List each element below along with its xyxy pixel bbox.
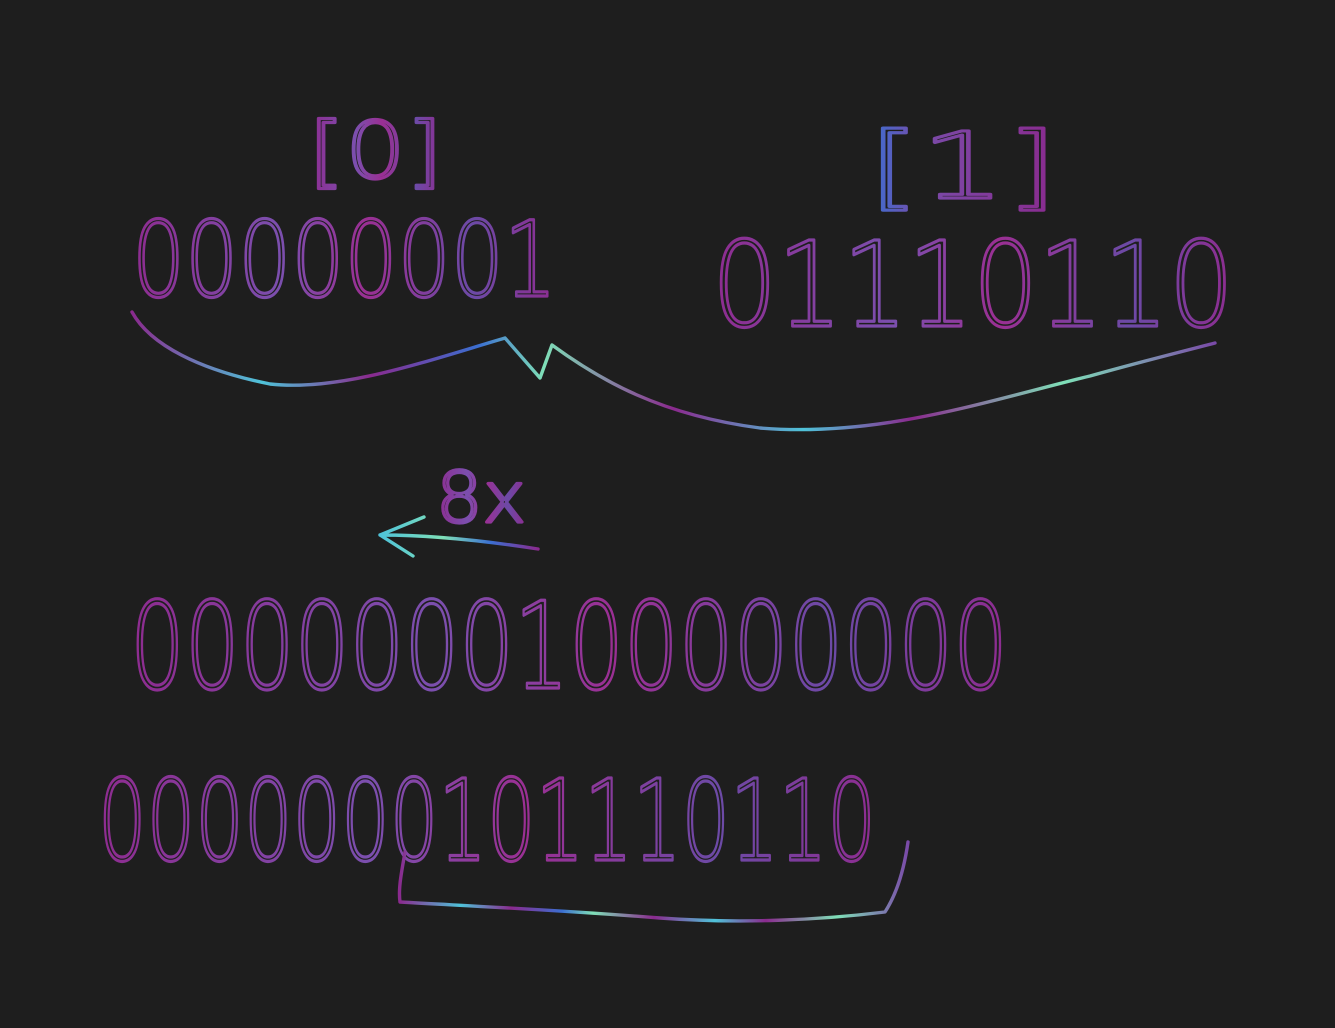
- combine-brace: [130, 310, 1217, 432]
- byte-1-digits: 01110110: [712, 216, 1234, 354]
- index-label-1: [1]: [868, 113, 1058, 220]
- result-digits: 0000000101110110: [98, 757, 876, 887]
- byte-0-digits: 00000001: [132, 199, 557, 321]
- low-byte-bracket: [397, 840, 910, 923]
- shifted-digits: 0000000100000000: [130, 578, 1008, 717]
- index-label-0: [0]: [308, 107, 443, 197]
- shift-label: 8x: [436, 457, 526, 539]
- left-shift-arrow: [378, 515, 540, 558]
